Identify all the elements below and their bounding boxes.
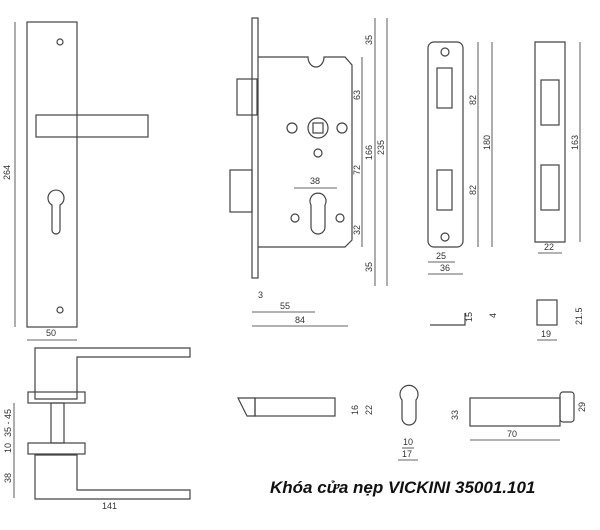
dimension-label: 22	[544, 242, 554, 252]
dimension-label: 36	[440, 263, 450, 273]
dimension-label: 82	[468, 95, 478, 105]
dimension-label: 4	[488, 313, 498, 318]
lock-body-side-view: 38 35 63 166 235 72 32 35 3 55 84	[229, 17, 388, 327]
dimension-label: 10	[403, 437, 413, 447]
dimension-label: 72	[352, 165, 362, 175]
dimension-label: 38	[310, 176, 320, 186]
dimension-label: 70	[507, 429, 517, 439]
dimension-label: 84	[295, 315, 305, 325]
dimension-label: 166	[364, 145, 374, 160]
dimension-label: 3	[258, 290, 263, 300]
dimension-label: 82	[468, 185, 478, 195]
dimension-label: 25	[436, 251, 446, 261]
dimension-label: 17	[402, 449, 412, 459]
dimension-label: 10	[3, 443, 13, 453]
euro-cylinder: 33 70 29	[450, 391, 587, 441]
dimension-label: 38	[3, 473, 13, 483]
dimension-label: 63	[352, 90, 362, 100]
dimension-label: 163	[570, 135, 580, 150]
dimension-label: 19	[541, 329, 551, 339]
small-parts: 15 4 21.5 19	[430, 299, 584, 341]
dimension-label: 35 - 45	[3, 409, 13, 437]
dimension-label: 35	[364, 35, 374, 45]
dimension-label: 32	[352, 225, 362, 235]
handle-plate-front-view: 264 50	[2, 21, 149, 341]
dimension-label: 16	[350, 405, 360, 415]
latch-bolt: 16 22	[237, 397, 374, 417]
product-title: Khóa cửa nẹp VICKINI 35001.101	[270, 478, 536, 497]
dimension-label: 180	[482, 135, 492, 150]
dimension-label: 55	[280, 301, 290, 311]
dimension-label: 22	[364, 405, 374, 415]
dimension-label: 264	[2, 165, 12, 180]
keeper-plate: 163 22	[534, 41, 581, 254]
dimension-label: 235	[376, 140, 386, 155]
dimension-label: 141	[102, 501, 117, 511]
strike-plate: 82 180 82 25 36	[427, 41, 493, 275]
dimension-label: 50	[46, 328, 56, 338]
dimension-label: 21.5	[574, 307, 584, 325]
handle-side-view: 35 - 45 10 38 141	[3, 347, 191, 511]
dimension-label: 33	[450, 410, 460, 420]
cylinder-profile: 10 17	[398, 384, 419, 461]
dimension-label: 29	[577, 402, 587, 412]
dimension-label: 15	[464, 312, 474, 322]
dimension-label: 35	[364, 262, 374, 272]
